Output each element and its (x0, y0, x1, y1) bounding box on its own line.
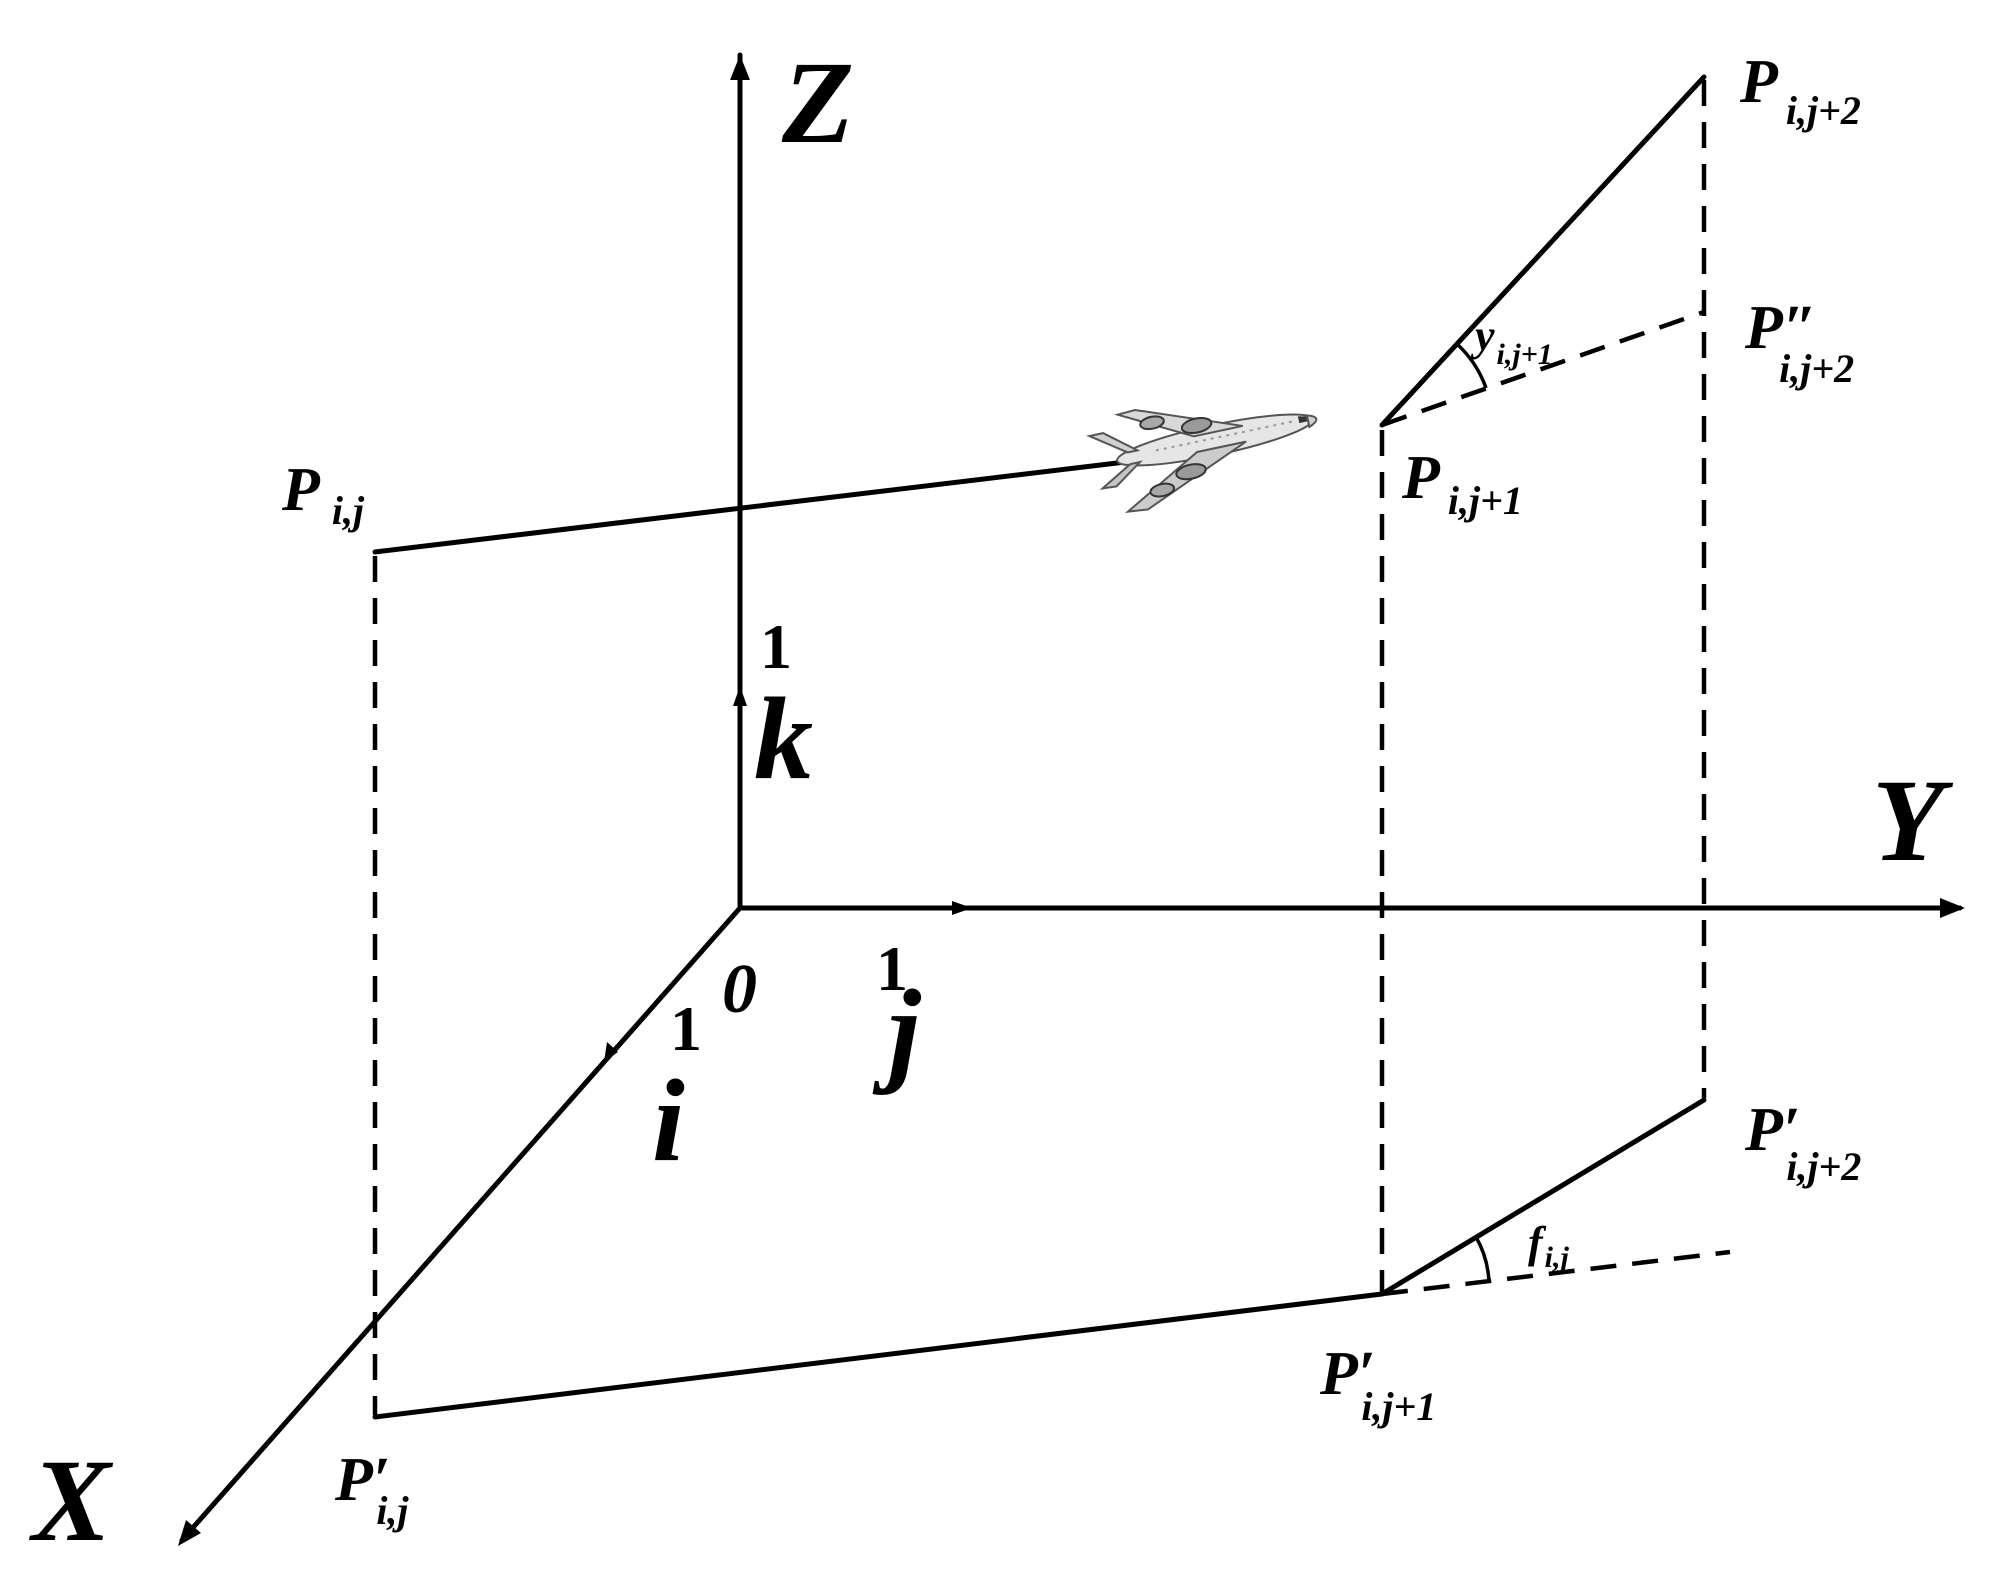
x-axis-label: X (29, 1435, 114, 1566)
origin-label: 0 (722, 951, 757, 1028)
point-label-pdd-ij2-sub: i,j+2 (1779, 346, 1854, 391)
y-axis-arrowhead (1940, 898, 1965, 918)
angle-label-phi: fi,j (1528, 1218, 1569, 1274)
x-axis-arrowhead (178, 1520, 201, 1546)
lower-extension-dashed (1381, 1249, 1731, 1297)
point-label-pp-ij-base: P′ (334, 1446, 390, 1514)
airplane-icon (1086, 408, 1318, 514)
point-label-pp-ij: P′i,j (334, 1446, 409, 1533)
point-label-pp-ij2: P′i,j+2 (1744, 1096, 1861, 1189)
point-label-pij2-base: P (1739, 48, 1779, 116)
angle-label-psi-base: y (1470, 311, 1495, 360)
pij1-to-pij2-line (1379, 74, 1707, 428)
pij-to-aircraft-line (372, 457, 1145, 555)
point-label-pp-ij1: P′i,j+1 (1319, 1340, 1436, 1429)
j-unit-arrowhead (952, 901, 972, 915)
point-label-pij-sub: i,j (332, 488, 365, 533)
k-unit-arrowhead (733, 686, 747, 706)
point-label-pij1-sub: i,j+1 (1448, 478, 1523, 523)
point-label-pp-ij1-base: P′ (1319, 1340, 1375, 1408)
unit-vector-arrows (604, 686, 972, 1062)
axes (178, 52, 1965, 1546)
angle-label-psi: yi,j+1 (1470, 311, 1553, 371)
point-label-pij-base: P (281, 456, 321, 524)
point-label-pp-ij1-sub: i,j+1 (1361, 1384, 1436, 1429)
angle-label-psi-sub: i,j+1 (1497, 338, 1553, 371)
i-vector-label: i (652, 1055, 685, 1186)
z-axis-arrowhead (730, 55, 750, 80)
angle-label-phi-base: f (1528, 1218, 1547, 1267)
point-label-pij1-base: P (1401, 444, 1441, 512)
point-label-pp-ij2-sub: i,j+2 (1786, 1144, 1861, 1189)
y-axis-label: Y (1872, 755, 1954, 886)
point-label-pdd-ij2: P″i,j+2 (1744, 294, 1854, 391)
angle-arcs (1455, 342, 1491, 1283)
psi-angle-arc (1455, 342, 1488, 389)
i-unit-arrowhead (604, 1042, 618, 1062)
i-unit-number: 1 (670, 993, 702, 1064)
k-vector-label: k (754, 673, 813, 804)
j-unit-number: 1 (876, 933, 908, 1004)
flight-path-upper (372, 74, 1707, 555)
k-unit-number: 1 (760, 611, 792, 682)
dashed-guides (372, 80, 1731, 1415)
ppij-to-ppij1-line (372, 1291, 1385, 1420)
point-label-pij2-sub: i,j+2 (1786, 88, 1861, 133)
ppij1-to-ppij2-line (1379, 1097, 1707, 1297)
flight-path-projection (372, 1097, 1707, 1420)
z-axis-label: Z (781, 37, 854, 168)
upper-extension-dashed (1381, 309, 1705, 428)
point-label-pp-ij-sub: i,j (376, 1488, 409, 1533)
point-label-pdd-ij2-base: P″ (1744, 294, 1817, 362)
x-axis (179, 905, 743, 1543)
angle-label-phi-sub: i,j (1545, 1241, 1570, 1274)
phi-angle-arc (1474, 1236, 1491, 1283)
point-label-pp-ij2-base: P′ (1744, 1096, 1800, 1164)
